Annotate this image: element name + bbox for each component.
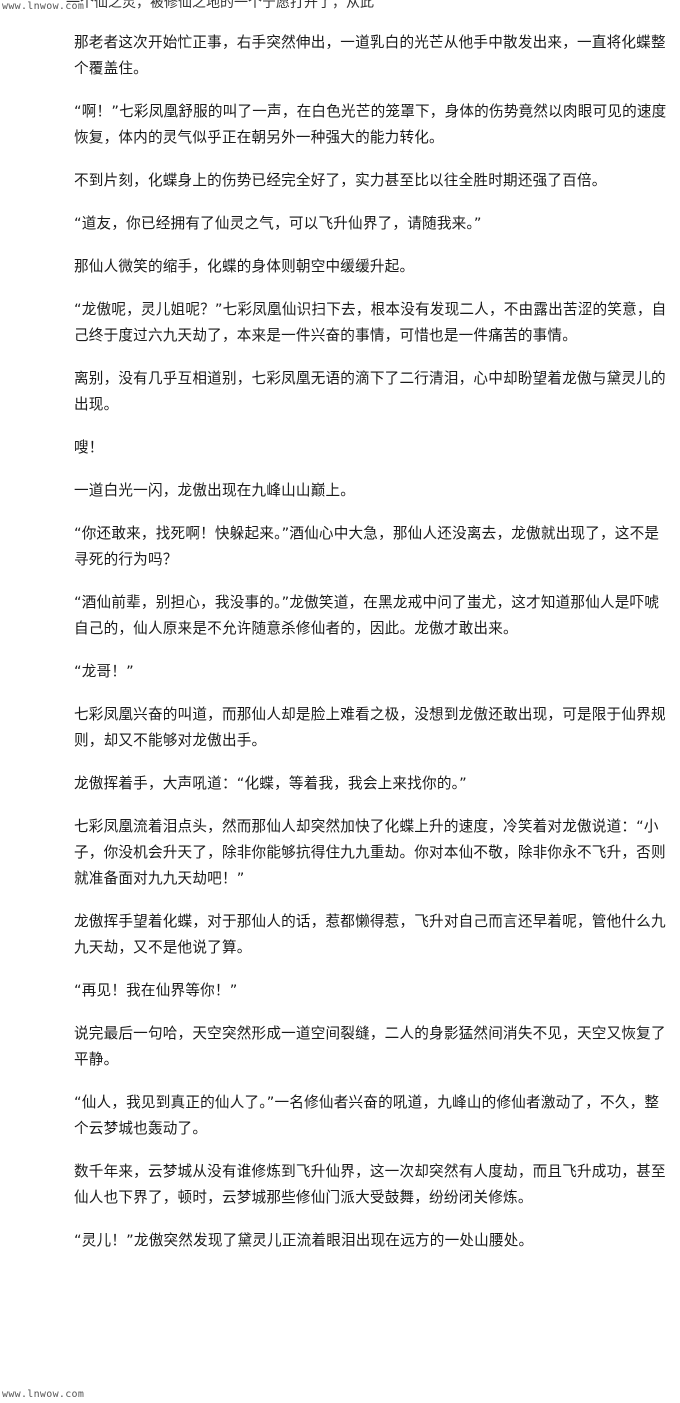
paragraph: “酒仙前辈，别担心，我没事的。”龙傲笑道，在黑龙戒中问了蚩尤，这才知道那仙人是吓… [74, 594, 660, 637]
paragraph: 说完最后一句哈，天空突然形成一道空间裂缝，二人的身影猛然间消失不见，天空又恢复了… [74, 1025, 666, 1068]
watermark-top: www.lnwow.com [2, 1, 85, 12]
paragraph: 龙傲挥着手，大声吼道：“化蝶，等着我，我会上来找你的。” [74, 775, 467, 792]
paragraph: “再见！我在仙界等你！” [74, 982, 238, 999]
watermark-bottom: www.lnwow.com [2, 1389, 85, 1400]
paragraph: 离别，没有几乎互相道别，七彩凤凰无语的滴下了二行清泪，心中却盼望着龙傲与黛灵儿的… [74, 370, 666, 413]
paragraph: “龙傲呢，灵儿姐呢？”七彩凤凰仙识扫下去，根本没有发现二人，不由露出苦涩的笑意，… [74, 301, 667, 344]
paragraph: 那仙人微笑的缩手，化蝶的身体则朝空中缓缓升起。 [74, 258, 415, 275]
paragraph: “你还敢来，找死啊！快躲起来。”酒仙心中大急，那仙人还没离去，龙傲就出现了，这不… [74, 525, 660, 568]
paragraph: 龙傲挥手望着化蝶，对于那仙人的话，惹都懒得惹，飞升对自己而言还早着呢，管他什么九… [74, 913, 666, 956]
paragraph: “啊！”七彩凤凰舒服的叫了一声，在白色光芒的笼罩下，身体的伤势竟然以肉眼可见的速… [74, 103, 667, 146]
paragraph: 嗖！ [74, 439, 104, 456]
paragraph: 七彩凤凰流着泪点头，然而那仙人却突然加快了化蝶上升的速度，冷笑着对龙傲说道：“小… [74, 818, 666, 887]
cut-off-line: 一个仙之灵，被修仙之地的一个宁愿打开了，从此 [66, 0, 374, 11]
paragraph: 七彩凤凰兴奋的叫道，而那仙人却是脸上难看之极，没想到龙傲还敢出现，可是限于仙界规… [74, 706, 666, 749]
article-body: 那老者这次开始忙正事，右手突然伸出，一道乳白的光芒从他手中散发出来，一直将化蝶整… [74, 30, 670, 1271]
paragraph: 那老者这次开始忙正事，右手突然伸出，一道乳白的光芒从他手中散发出来，一直将化蝶整… [74, 34, 666, 77]
paragraph: “道友，你已经拥有了仙灵之气，可以飞升仙界了，请随我来。” [74, 215, 482, 232]
paragraph: 不到片刻，化蝶身上的伤势已经完全好了，实力甚至比以往全胜时期还强了百倍。 [74, 172, 607, 189]
paragraph: “灵儿！”龙傲突然发现了黛灵儿正流着眼泪出现在远方的一处山腰处。 [74, 1232, 534, 1249]
paragraph: 数千年来，云梦城从没有谁修炼到飞升仙界，这一次却突然有人度劫，而且飞升成功，甚至… [74, 1163, 666, 1206]
paragraph: “龙哥！” [74, 663, 134, 680]
paragraph: “仙人，我见到真正的仙人了。”一名修仙者兴奋的吼道，九峰山的修仙者激动了，不久，… [74, 1094, 660, 1137]
paragraph: 一道白光一闪，龙傲出现在九峰山山巅上。 [74, 482, 356, 499]
